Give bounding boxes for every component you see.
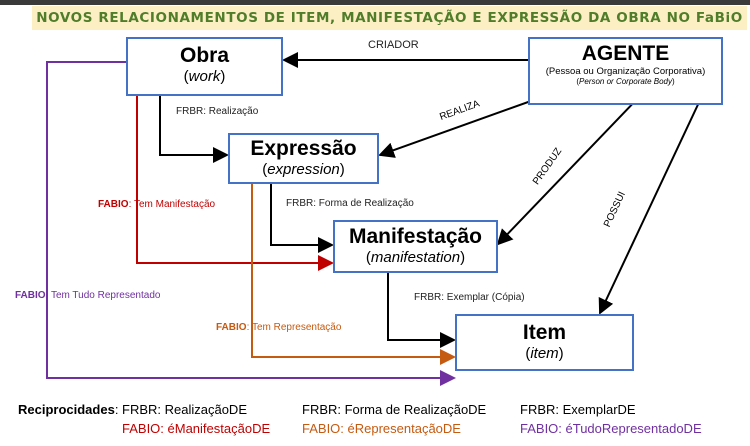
label-frbr-realizacao: FRBR: Realização: [176, 106, 259, 117]
label-fabio-manifestacao: FABIO: Tem Manifestação: [98, 199, 216, 210]
edge-frbr-realizacao: [159, 96, 229, 163]
recip-frbr-forma: FRBR: Forma de RealizaçãoDE: [302, 402, 487, 417]
node-title: Obra: [179, 44, 229, 67]
node-agente: AGENTE (Pessoa ou Organização Corporativ…: [528, 37, 723, 105]
recip-fabio-manifestacao: FABIO: éManifestaçãoDE: [122, 421, 271, 436]
node-subtitle-en: (Person or Corporate Body): [576, 77, 675, 86]
edge-fabio-manifestacao: [136, 96, 334, 271]
edge-fabio-representacao: [251, 184, 456, 365]
edge-produz: [496, 95, 641, 246]
node-title: Item: [522, 321, 567, 344]
recip-fabio-tudo: FABIO: éTudoRepresentadoDE: [520, 421, 702, 436]
edge-possui: [598, 95, 703, 315]
node-expressao: Expressão (expression): [228, 133, 379, 184]
label-fabio-tudo: FABIO: Tem Tudo Representado: [15, 290, 161, 301]
node-subtitle: (manifestation): [365, 249, 466, 266]
node-obra: Obra (work): [126, 37, 283, 96]
node-title: AGENTE: [581, 42, 670, 65]
top-bar: [0, 0, 750, 5]
node-subtitle: (work): [183, 68, 226, 85]
node-title: Expressão: [250, 137, 357, 160]
edge-realiza: [378, 95, 546, 158]
label-frbr-exemplar: FRBR: Exemplar (Cópia): [414, 292, 525, 303]
edge-frbr-forma: [270, 184, 334, 253]
label-criador: CRIADOR: [368, 39, 419, 51]
node-title: Manifestação: [348, 225, 483, 248]
recip-fabio-representacao: FABIO: éRepresentaçãoDE: [302, 421, 461, 436]
edge-frbr-exemplar: [387, 273, 456, 348]
label-fabio-representacao: FABIO: Tem Representação: [216, 322, 342, 333]
recip-frbr-realizacao: FRBR: RealizaçãoDE: [122, 402, 247, 417]
node-subtitle: (item): [525, 345, 564, 362]
diagram-title: NOVOS RELACIONAMENTOS DE ITEM, MANIFESTA…: [32, 6, 747, 30]
node-manifestacao: Manifestação (manifestation): [333, 220, 498, 273]
node-subtitle: (expression): [262, 161, 345, 178]
node-item: Item (item): [455, 314, 634, 371]
node-subtitle: (Pessoa ou Organização Corporativa): [545, 66, 706, 77]
recip-frbr-exemplar: FRBR: ExemplarDE: [520, 402, 636, 417]
reciprocidades-label: Reciprocidades:: [18, 402, 119, 417]
edge-fabio-tudo: [46, 61, 456, 386]
label-frbr-forma: FRBR: Forma de Realização: [286, 198, 414, 209]
